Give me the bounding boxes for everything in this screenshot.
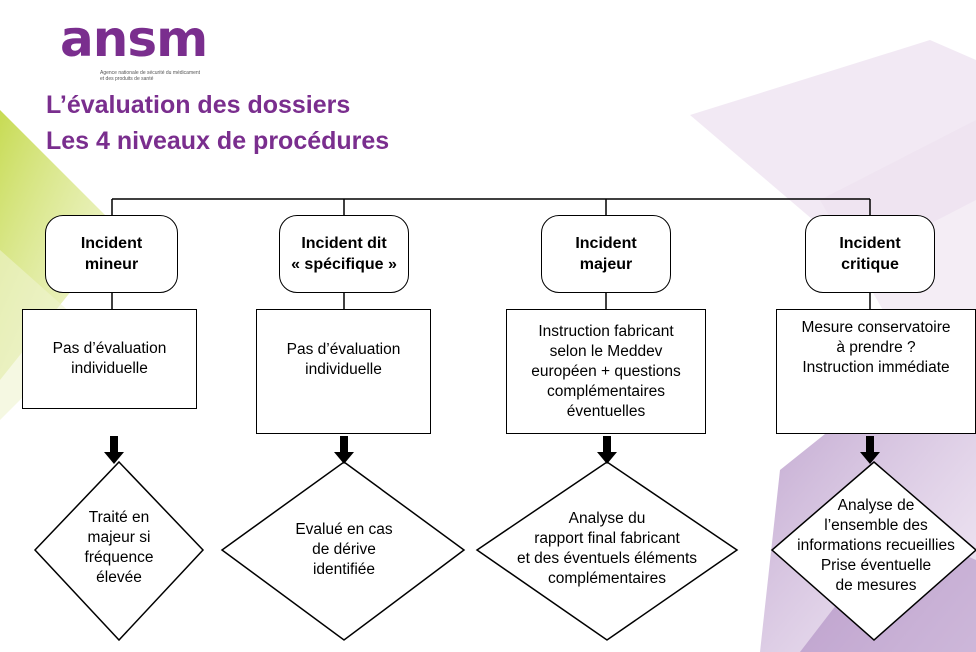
down-arrow-1 — [104, 436, 124, 464]
outcome-diamond-3 — [475, 461, 739, 641]
page-title-line1: L’évaluation des dossiers — [46, 91, 351, 119]
level-box-incident-specifique: Incident dit« spécifique » — [279, 215, 409, 293]
ansm-logo: ansm — [60, 10, 208, 68]
down-arrow-3 — [597, 436, 617, 464]
page-title-line2: Les 4 niveaux de procédures — [46, 127, 390, 155]
outcome-diamond-1 — [33, 460, 205, 642]
outcome-diamond-2 — [220, 461, 466, 641]
logo-subtitle: Agence nationale de sécurité du médicame… — [100, 70, 201, 82]
outcome-diamond-4 — [770, 461, 976, 642]
down-arrow-4 — [860, 436, 880, 464]
down-arrow-2 — [334, 436, 354, 464]
